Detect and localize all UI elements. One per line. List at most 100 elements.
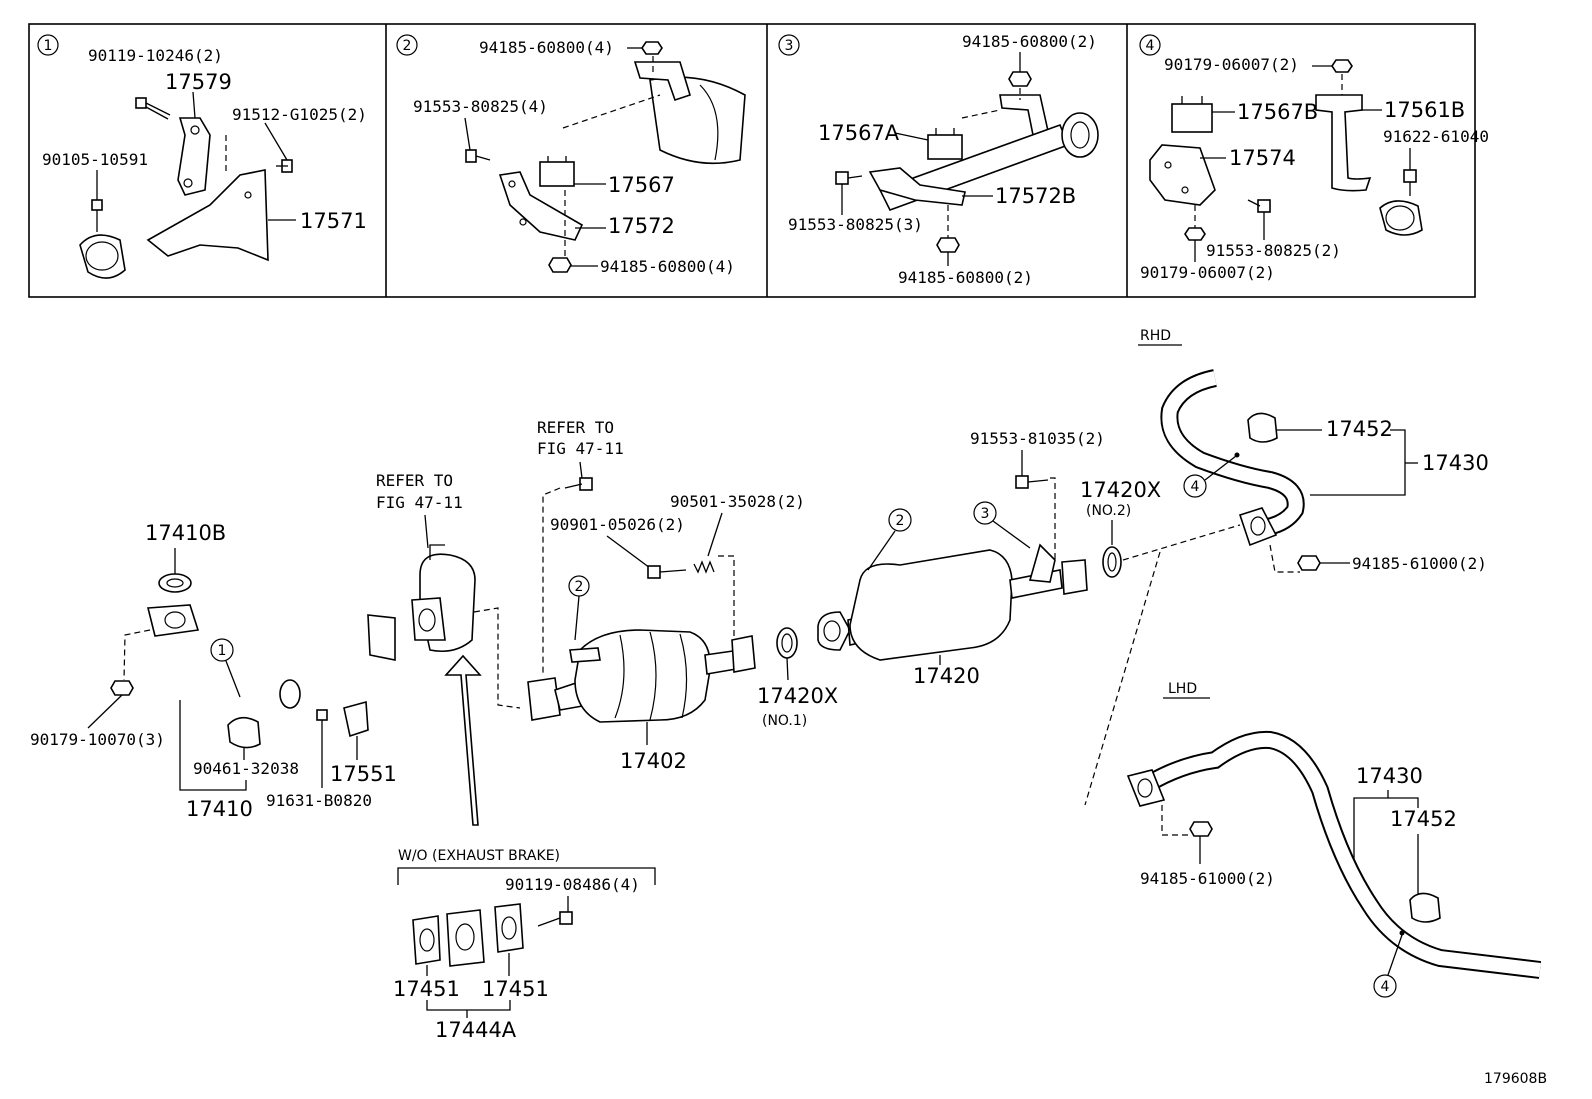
clamp-icon [1379,200,1423,236]
part-label-90461-32038: 90461-32038 [193,759,299,778]
bolt-icon [1015,475,1049,489]
detail-box-3: 3 94185-60800(2) 17567A 17572B 91553-808… [778,32,1099,287]
callout-circle-2 [888,508,912,532]
part-label: 91553-80825(2) [1206,241,1341,260]
part-label-17410B: 17410B [145,521,226,545]
tailpipe-lhd-icon [1126,730,1542,979]
refer-text: REFER TO [376,471,453,490]
nut-icon [1331,59,1353,73]
mount-bracket-icon [146,169,269,262]
box-number-circle [778,34,800,56]
part-label-17444A: 17444A [435,1018,517,1042]
part-label-17420X-no2: 17420X [1080,478,1161,502]
nut-icon [1297,555,1321,571]
part-label-17410: 17410 [186,797,253,821]
clamp-icon [1247,412,1278,443]
bolt-icon [537,911,573,927]
bracket-icon [498,171,584,241]
nut-icon [641,41,663,55]
part-label: 94185-60800(4) [600,257,735,276]
part-label: 17571 [300,209,367,233]
detail-box-1: 1 90119-10246(2) 17579 91512-G1025(2) 90… [37,34,367,279]
hanger-bracket-icon [633,61,691,102]
clamp-icon [227,716,261,749]
part-label-17452-lhd: 17452 [1390,807,1457,831]
nut-icon [110,680,134,696]
heat-insulator-17551-icon [343,700,369,738]
nut-icon [936,237,960,253]
bracket-link-icon [177,117,211,196]
part-label: 91512-G1025(2) [232,105,367,124]
callout-number: 2 [575,579,584,595]
part-label-90179-10070: 90179-10070(3) [30,730,165,749]
rubber-mount-icon [539,156,575,187]
part-label-17451: 17451 [482,977,549,1001]
gasket-17420X-1-icon [776,627,798,659]
callout-number: 3 [981,506,990,522]
part-label-17452-rhd: 17452 [1326,417,1393,441]
part-label-90501-35028: 90501-35028(2) [670,492,805,511]
tailpipe-rhd-icon [1160,369,1305,547]
part-label: 17561B [1384,98,1465,122]
muffler-section-icon [649,76,746,165]
part-label: 17567B [1237,100,1318,124]
wo-exhaust-brake-label: W/O (EXHAUST BRAKE) [398,848,560,864]
detail-box-4: 4 90179-06007(2) 17567B 17561B 17574 916… [1139,34,1489,282]
refer-text: FIG 47-11 [537,439,624,458]
muffler-17420-icon [817,543,1088,661]
part-label: 91553-80825(3) [788,215,923,234]
refer-text: REFER TO [537,418,614,437]
part-label: 17567 [608,173,675,197]
part-label: 91553-80825(4) [413,97,548,116]
part-label: 17574 [1229,146,1296,170]
bolt-icon [1247,199,1271,213]
catalytic-converter-17402-icon [527,629,756,723]
diagram-id: 179608B [1484,1071,1547,1087]
detail-box-2: 2 94185-60800(4) 91553-80825(4) 17567 17… [396,34,746,276]
spring-icon [693,560,715,574]
spacer-icon [446,909,485,967]
part-label: 17567A [818,121,900,145]
nut-icon [1184,227,1206,241]
part-label: 91622-61040 [1383,127,1489,146]
part-label: 90179-06007(2) [1140,263,1275,282]
part-label-90119-08486: 90119-08486(4) [505,875,640,894]
callout-number: 1 [218,643,227,659]
callout-number: 2 [896,513,905,529]
box-number-circle [396,34,418,56]
bolt-icon [835,171,863,185]
part-label-91631-B0820: 91631-B0820 [266,791,372,810]
exhaust-brake-icon [411,544,476,653]
part-label: 17572B [995,184,1076,208]
clamp-icon [1409,892,1441,923]
part-label: 94185-60800(4) [479,38,614,57]
bolt-icon [564,477,593,491]
gasket-no1-label: (NO.1) [762,713,807,729]
gasket-17420X-2-icon [1102,546,1122,578]
detail-panel [28,23,1476,298]
nut-icon [1189,821,1213,837]
gasket-17410B-icon [158,573,192,593]
callout-circle-3 [973,501,997,525]
part-label-17402: 17402 [620,749,687,773]
bolt-icon [316,709,328,735]
gasket-17451-icon [412,915,441,965]
part-label-17420X-no1: 17420X [757,684,838,708]
part-label: 90105-10591 [42,150,148,169]
part-label: 94185-60800(2) [962,32,1097,51]
bolt-icon [91,199,103,232]
up-arrow-icon [444,654,482,826]
part-label: 90179-06007(2) [1164,55,1299,74]
part-label-94185-61000-lhd: 94185-61000(2) [1140,869,1275,888]
refer-text: FIG 47-11 [376,493,463,512]
bolt-icon [1403,169,1417,196]
part-label-17451: 17451 [393,977,460,1001]
rubber-mount-icon [1171,96,1213,133]
gasket-17451-icon [494,903,524,953]
part-label-94185-61000-rhd: 94185-61000(2) [1352,554,1487,573]
nut-icon [548,257,572,273]
callout-circle-4 [1373,974,1397,998]
part-label-17420: 17420 [913,664,980,688]
part-label: 94185-60800(2) [898,268,1033,287]
